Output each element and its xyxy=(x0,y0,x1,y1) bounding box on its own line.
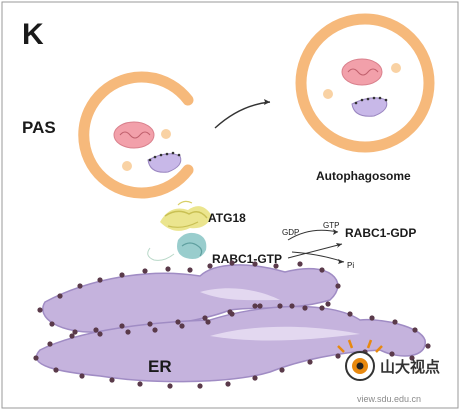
ribosome-dot xyxy=(109,377,115,383)
ribosome-dot xyxy=(409,355,415,361)
autophagosome-cargo-protein xyxy=(351,97,388,117)
er-label: ER xyxy=(148,357,172,376)
ribosome-dot xyxy=(279,367,285,373)
rabc1-gdp-label: RABC1-GDP xyxy=(345,226,416,240)
ribosome-dot xyxy=(257,303,263,309)
pas-vesicle xyxy=(161,129,171,139)
gdp-label: GDP xyxy=(282,228,299,237)
ribosome-dot xyxy=(347,311,353,317)
ribosome-dot xyxy=(252,261,258,267)
autophagosome-structure xyxy=(295,13,435,153)
ribosome-dot xyxy=(93,327,99,333)
ribosome-dot xyxy=(389,351,395,357)
maturation-arrowhead xyxy=(264,99,270,105)
arrowhead xyxy=(338,259,344,264)
ribosome-dot xyxy=(307,359,313,365)
ribosome-dot xyxy=(335,353,341,359)
pas-mitochondrion xyxy=(113,121,155,149)
ribosome-dot xyxy=(325,301,331,307)
ribosome-dot xyxy=(412,327,418,333)
ribosome-dot xyxy=(297,261,303,267)
ribosome-dot xyxy=(167,383,173,389)
ribosome-dot xyxy=(79,373,85,379)
ribosome-dot xyxy=(425,343,431,349)
arrowhead xyxy=(333,229,338,235)
autophagosome-mitochondrion xyxy=(341,58,383,86)
ribosome-dot xyxy=(125,329,131,335)
ribosome-dot xyxy=(187,267,193,273)
cargo-dots xyxy=(148,151,181,162)
watermark-name: 山大视点 xyxy=(380,358,440,376)
ribosome-dot xyxy=(392,319,398,325)
ribosome-dot xyxy=(273,263,279,269)
ribosome-dot xyxy=(227,309,233,315)
er-cisterna xyxy=(35,305,426,383)
ribosome-dot xyxy=(225,381,231,387)
ribosome-dot xyxy=(119,272,125,278)
pas-vesicle xyxy=(122,161,132,171)
gtpase-cycle xyxy=(287,229,345,264)
pi-label: Pi xyxy=(347,261,354,270)
pas-structure xyxy=(78,71,194,199)
ribosome-dot xyxy=(77,283,83,289)
gdp-to-gtp-curve xyxy=(287,229,339,241)
ribosome-dot xyxy=(205,319,211,325)
ribosome-dot xyxy=(202,315,208,321)
atg18-label: ATG18 xyxy=(208,211,246,225)
ribosome-dot xyxy=(319,305,325,311)
autophagosome-label: Autophagosome xyxy=(316,169,411,183)
er-lumen-highlight xyxy=(200,288,280,301)
arrowhead xyxy=(336,243,342,248)
ribosome-dot xyxy=(72,329,78,335)
ribosome-dot xyxy=(57,293,63,299)
autophagosome-vesicle xyxy=(391,63,401,73)
pas-membrane xyxy=(78,71,194,199)
mitochondrion-cristae xyxy=(347,68,379,76)
er-ribosomes xyxy=(33,260,431,389)
gtp-label: GTP xyxy=(323,221,339,230)
ribosome-dot xyxy=(197,383,203,389)
autophagosome-vesicle xyxy=(323,89,333,99)
ribosome-dot xyxy=(175,319,181,325)
ribosome-dot xyxy=(252,375,258,381)
rabc1-protein xyxy=(147,232,207,261)
mitochondrion-cristae xyxy=(119,131,151,139)
er-lumen-highlight xyxy=(210,326,360,341)
ribosome-dot xyxy=(229,260,235,266)
ribosome-dot xyxy=(97,331,103,337)
pas-label: PAS xyxy=(22,118,56,137)
ribosome-dot xyxy=(179,323,185,329)
watermark-url: view.sdu.edu.cn xyxy=(357,394,421,404)
ribosome-dot xyxy=(165,266,171,272)
ribosome-dot xyxy=(137,381,143,387)
ribosome-dot xyxy=(335,283,341,289)
rabc1-gtp-label: RABC1-GTP xyxy=(212,252,282,266)
ribosome-dot xyxy=(53,367,59,373)
ribosome-dot xyxy=(49,321,55,327)
ribosome-dot xyxy=(69,333,75,339)
ribosome-dot xyxy=(119,323,125,329)
ribosome-dot xyxy=(152,327,158,333)
ribosome-dot xyxy=(252,303,258,309)
ribosome-dot xyxy=(302,305,308,311)
atg18-protein xyxy=(160,200,212,231)
ribosome-dot xyxy=(97,277,103,283)
ribosome-dot xyxy=(277,303,283,309)
ribosome-dot xyxy=(47,341,53,347)
ribosome-dot xyxy=(207,263,213,269)
autophagosome-outer-membrane xyxy=(295,13,435,153)
ribosome-dot xyxy=(37,307,43,313)
ribosome-dot xyxy=(369,315,375,321)
cargo-dots xyxy=(354,96,388,105)
gtp-hydrolysis-arrow xyxy=(287,243,343,259)
er-structure xyxy=(33,260,431,389)
ribosome-dot xyxy=(142,268,148,274)
ribosome-dot xyxy=(289,303,295,309)
panel-label: K xyxy=(22,18,44,51)
watermark-logo xyxy=(337,339,383,381)
ribosome-dot xyxy=(33,355,39,361)
ribosome-dot xyxy=(319,267,325,273)
ribosome-dot xyxy=(147,321,153,327)
